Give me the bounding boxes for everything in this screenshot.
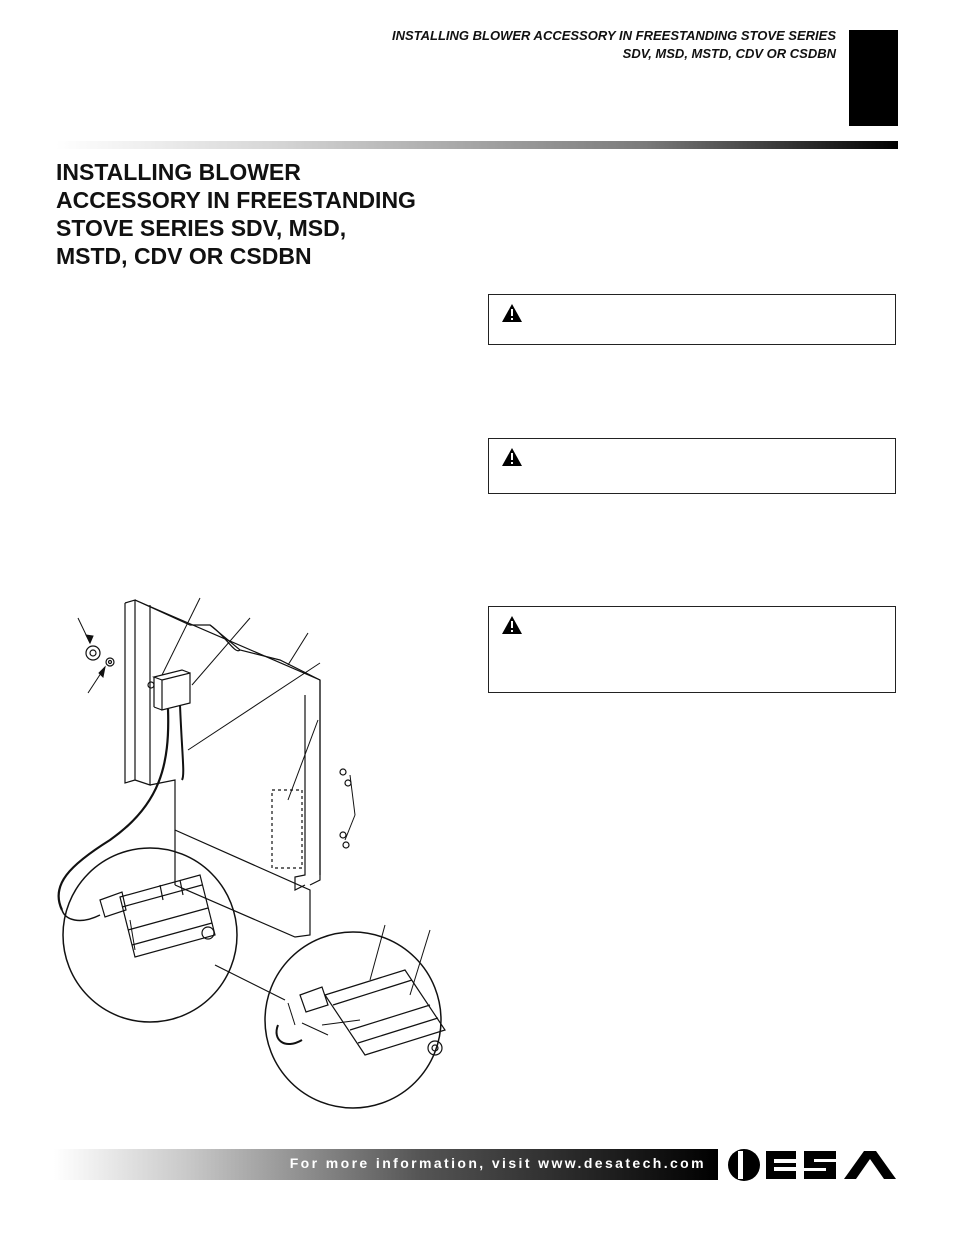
page-title-line-4: MSTD, CDV OR CSDBN <box>56 243 312 269</box>
desa-logo <box>728 1149 896 1181</box>
screws-illustration <box>339 768 352 849</box>
blower-installation-illustration <box>57 597 446 1109</box>
blower-detail-circle-right <box>264 931 446 1109</box>
section-tab-marker <box>849 30 898 126</box>
wire-harness-illustration <box>57 704 185 922</box>
blower-detail-circle-left <box>62 847 238 1023</box>
warning-box-2 <box>488 438 896 494</box>
page-title-line-1: INSTALLING BLOWER <box>56 159 301 185</box>
warning-triangle-icon <box>502 448 522 466</box>
footer-bar: For more information, visit www.desatech… <box>54 1149 718 1180</box>
footer-website-text: For more information, visit www.desatech… <box>289 1155 706 1171</box>
header-title-line-1: INSTALLING BLOWER ACCESSORY IN FREESTAND… <box>392 28 836 43</box>
header-title-line-2: SDV, MSD, MSTD, CDV OR CSDBN <box>622 46 836 61</box>
warning-triangle-icon <box>502 616 522 634</box>
callout-leader-lines <box>77 597 431 1036</box>
page-title-line-2: ACCESSORY IN FREESTANDING <box>56 187 416 213</box>
mounting-panel-illustration <box>124 599 321 938</box>
warning-triangle-icon <box>502 304 522 322</box>
warning-box-3 <box>488 606 896 693</box>
page-title: INSTALLING BLOWER ACCESSORY IN FREESTAND… <box>56 158 486 270</box>
page-title-line-3: STOVE SERIES SDV, MSD, <box>56 215 347 241</box>
warning-box-1 <box>488 294 896 345</box>
control-box-illustration <box>151 669 191 711</box>
header-divider <box>56 141 898 149</box>
grommet-illustration <box>85 645 155 689</box>
